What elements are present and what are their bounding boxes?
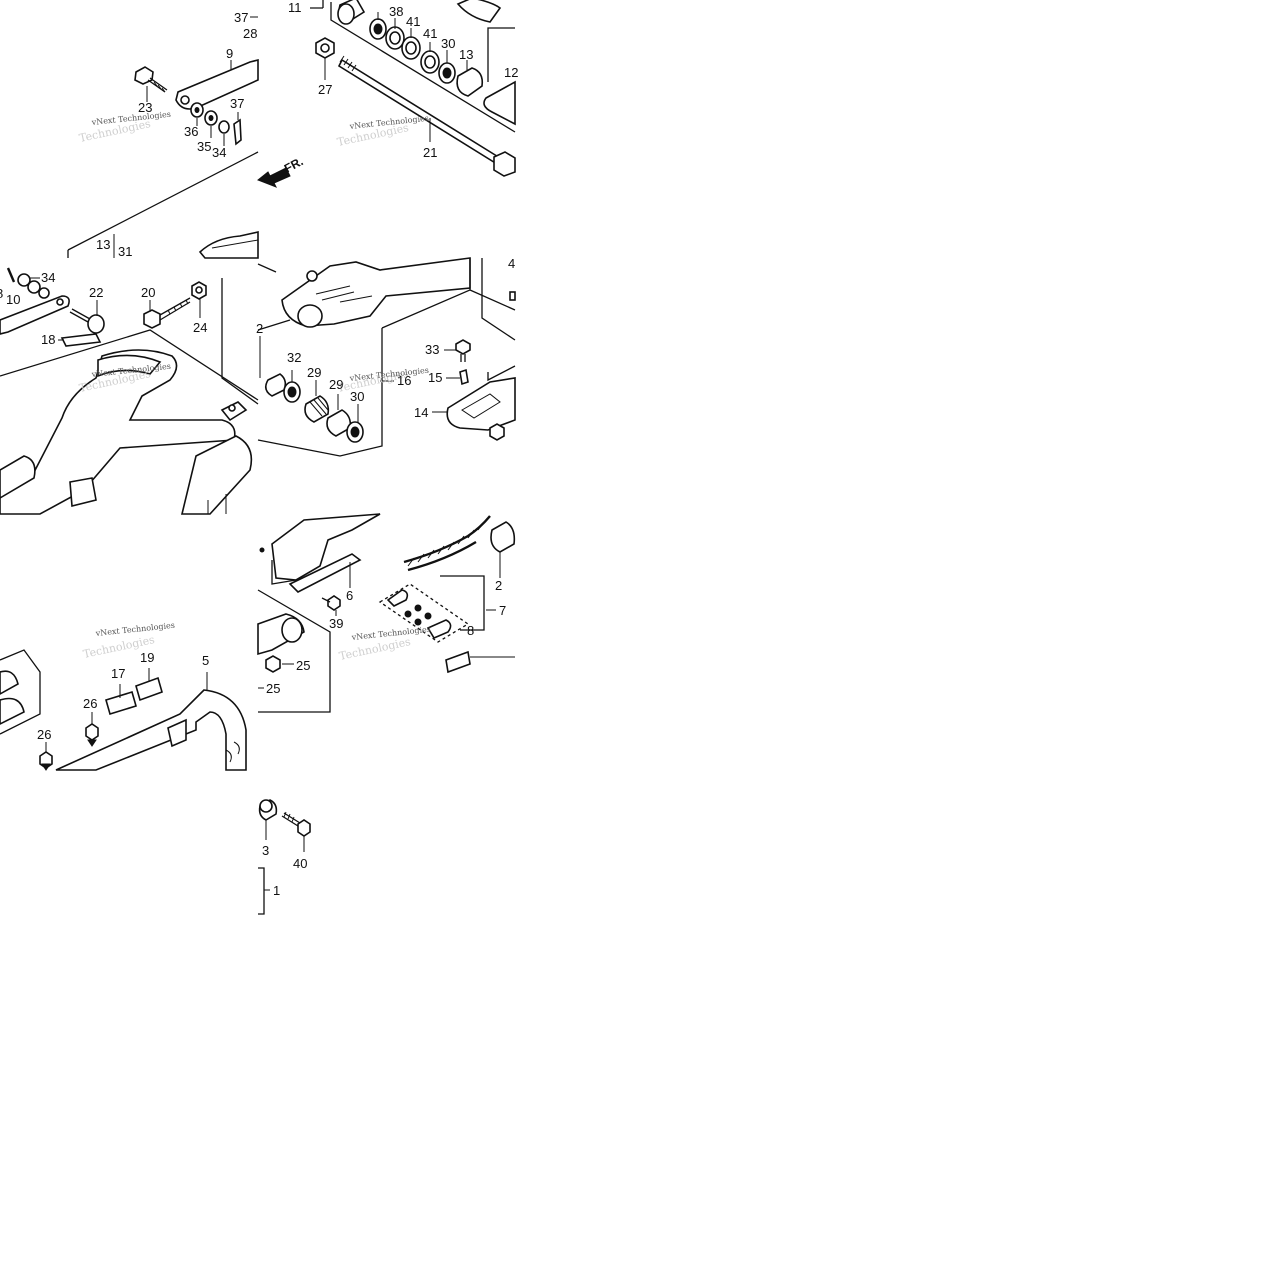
callout-label: 33 [425,342,439,357]
callout-label: 2 [495,578,502,593]
callout-label: 12 [504,65,518,80]
nut-26-icon [85,723,99,747]
callout-label: 2 [256,321,263,336]
callout-label: 41 [406,14,420,29]
nut-26b-icon [39,751,53,771]
callout-label: 1 [273,883,280,898]
callout-label: 18 [41,332,55,347]
tile-frame-left: Technologies vNext Technologies [0,267,259,515]
callout-label: 34 [212,145,226,160]
callout-label: 11 [288,0,302,15]
bolt-39-icon [321,595,341,611]
callout-label: 15 [428,370,442,385]
callout-label: 28 [243,26,257,41]
callout-label: 25 [266,681,280,696]
tile-chain-guard: Technologies vNext Technologies [0,621,247,771]
callout-label: 3 [262,843,269,858]
bushing-11-icon [337,0,366,25]
callout-label: 22 [89,285,103,300]
plate-6-icon [288,553,362,593]
sticker-19-icon [135,676,163,702]
callout-label: 8 [0,286,3,301]
bracket-icon [271,513,381,581]
tile-collar-bolt [258,799,311,915]
callout-label: 5 [202,653,209,668]
plate-18-icon [60,333,102,347]
front-arrow-icon [257,167,291,188]
bolt-23-icon [134,66,168,93]
callout-label: 30 [441,36,455,51]
slider-14-icon [446,377,516,431]
callout-label: 20 [141,285,155,300]
callout-label: 4 [508,256,515,271]
master-link-8-icon [378,583,470,643]
pivot-shaft-21-icon [337,55,516,177]
callout-label: 37 [230,96,244,111]
bolt-33-icon [455,339,471,362]
bolt-22-icon [69,308,105,334]
callout-label: 38 [389,4,403,19]
callout-label: 24 [193,320,207,335]
callout-label: 8 [467,623,474,638]
nut-27-icon [315,37,335,59]
callout-label: 41 [423,26,437,41]
callout-label: 6 [346,588,353,603]
pin-37-icon [233,118,242,146]
callout-label: 13 [96,237,110,252]
callout-label: 17 [111,666,125,681]
callout-label: 26 [83,696,97,711]
callout-label: 30 [350,389,364,404]
tile-swingarm-bearings: Technologies vNext Technologies [257,257,516,457]
chain-guard-5-icon [55,689,247,771]
collar-13-icon [456,67,484,97]
drive-chain-2-icon [403,515,491,572]
callout-label: 9 [226,46,233,61]
callout-labels: 37 28 9 23 37 36 35 34 13 31 11 38 41 41… [0,0,518,898]
pin-15-icon [459,368,469,386]
callout-label: 40 [293,856,307,871]
callout-label: 19 [140,650,154,665]
callout-label: 35 [197,139,211,154]
needle-bearing-29-icon [304,395,330,423]
nut-34b-icon [17,273,31,287]
callout-label: 13 [459,47,473,62]
callout-label: 26 [37,727,51,742]
callout-label: 37 [234,10,248,25]
tile-drive-chain: Technologies vNext Technologies [257,513,516,713]
callout-label: 16 [397,373,411,388]
callout-label: 7 [499,603,506,618]
main-frame-icon [0,349,236,515]
callout-label: 14 [414,405,428,420]
callout-label: 31 [118,244,132,259]
callout-label: 29 [329,377,343,392]
watermark: vNext Technologies [94,621,175,638]
callout-label: 10 [6,292,20,307]
sticker-icon [445,650,471,674]
nut-34-icon [218,120,230,134]
bolt-40-icon [281,811,311,837]
callout-label: 34 [41,270,55,285]
callout-label: 21 [423,145,437,160]
callout-label: 23 [138,100,152,115]
callout-label: 27 [318,82,332,97]
callout-label: 25 [296,658,310,673]
nut-25-icon [265,655,281,673]
link-plate-icon [0,295,70,335]
callout-label: 36 [184,124,198,139]
sticker-17-icon [105,690,137,716]
bolt-20-icon [143,297,191,329]
collar-3-icon [258,799,278,821]
callout-label: 39 [329,616,343,631]
callout-label: 32 [287,350,301,365]
arm-hole [180,95,190,105]
callout-label: 29 [307,365,321,380]
bushing-2-icon [264,373,287,397]
